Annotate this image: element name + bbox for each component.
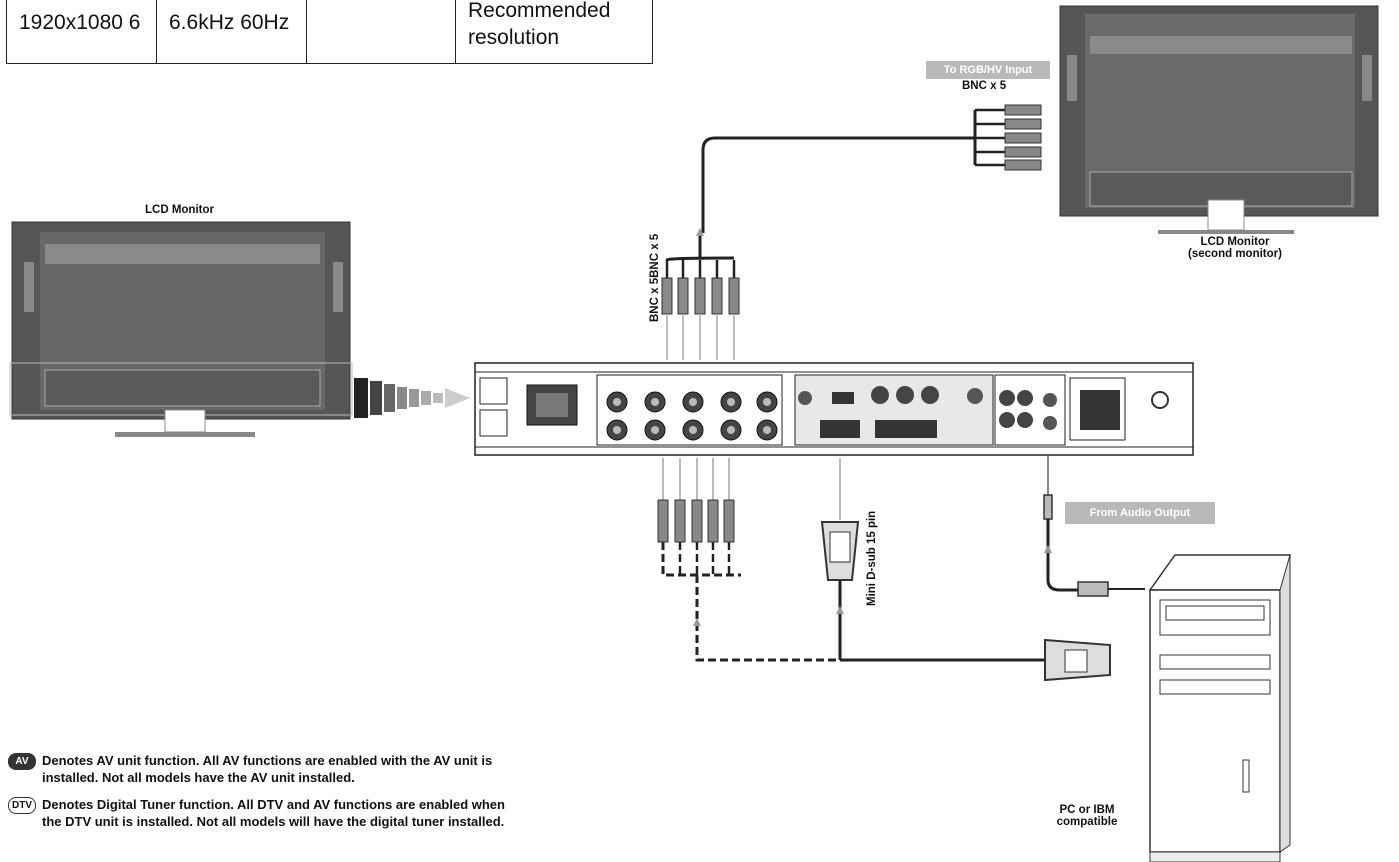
mini-dsub-label: Mini D-sub 15 pin [866, 510, 878, 606]
resolution-table: 1920x1080 6 6.6kHz 60Hz Recommended reso… [6, 0, 653, 64]
second-monitor-label: LCD Monitor (second monitor) [1165, 236, 1305, 260]
lcd-monitor-left [9, 221, 353, 437]
rear-connector-panel [474, 362, 1194, 456]
lcd-monitor-second [1059, 5, 1379, 234]
note-av-text: Denotes AV unit function. All AV functio… [42, 753, 493, 785]
table-cell-empty [306, 0, 456, 64]
pc-tower [1148, 554, 1291, 862]
pc-label: PC or IBM compatible [1032, 804, 1142, 828]
table-cell-frequency: 6.6kHz 60Hz [156, 0, 307, 64]
cable-tails-bottom [662, 458, 841, 520]
dtv-badge-icon: DTV [8, 797, 36, 815]
dsub-cable [820, 521, 1111, 682]
bnc-x5-label: BNC x 5 [962, 80, 1007, 92]
audio-cable [1043, 456, 1145, 597]
av-badge-icon: AV [8, 753, 36, 771]
arrow-up-icon [1044, 545, 1052, 553]
bnc-vertical-label: BNC x 5BNC x 5 [649, 233, 661, 322]
note-av: AV Denotes AV unit function. All AV funct… [8, 752, 542, 786]
pc-label-line2: compatible [1056, 816, 1118, 828]
from-audio-output-tag: From Audio Output [1065, 502, 1215, 524]
lcd-monitor-label: LCD Monitor [145, 204, 214, 216]
arrow-up-icon [696, 228, 704, 236]
signal-arrow-icon [354, 378, 470, 418]
cable-tails-top [666, 314, 735, 360]
to-rgb-input-tag: To RGB/HV Input [926, 61, 1050, 79]
table-cell-resolution: 1920x1080 6 [6, 0, 157, 64]
arrow-up-icon [693, 618, 701, 626]
bnc-plugs-top [661, 104, 1042, 315]
bnc-cable-top [665, 108, 1005, 278]
table-cell-note: Recommended resolution [455, 0, 653, 64]
bnc-plugs-bottom [657, 499, 735, 543]
note-dtv: DTV Denotes Digital Tuner function. All D… [8, 796, 512, 830]
table-row: 1920x1080 6 6.6kHz 60Hz Recommended reso… [6, 0, 653, 64]
rgb-cable-bottom [661, 542, 840, 662]
note-dtv-text: Denotes Digital Tuner function. All DTV … [42, 797, 505, 829]
pc-label-line1: PC or IBM [1059, 804, 1115, 816]
second-monitor-label-line1: LCD Monitor [1200, 236, 1270, 248]
arrow-up-icon [836, 606, 844, 614]
second-monitor-label-line2: (second monitor) [1188, 248, 1282, 260]
